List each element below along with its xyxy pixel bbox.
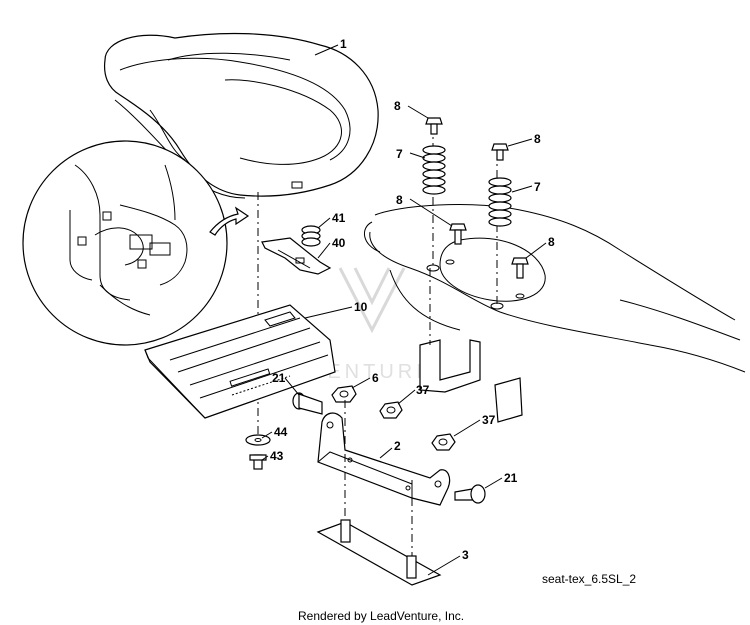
callout-8: 8 bbox=[394, 99, 401, 113]
leader-lines bbox=[261, 44, 547, 576]
callout-3: 3 bbox=[462, 548, 469, 562]
nut-37-lower bbox=[431, 433, 456, 451]
spring-7-left bbox=[422, 145, 446, 195]
plate-3 bbox=[316, 519, 442, 586]
washer-44 bbox=[245, 434, 271, 446]
seat bbox=[103, 32, 379, 199]
figure-reference: seat-tex_6.5SL_2 bbox=[542, 572, 636, 586]
callout-8: 8 bbox=[548, 235, 555, 249]
spring-41 bbox=[301, 225, 321, 247]
seat-pan bbox=[144, 304, 336, 419]
callout-2: 2 bbox=[394, 439, 401, 453]
detail-inset bbox=[22, 140, 228, 346]
watermark-text: VENTURE bbox=[310, 361, 434, 383]
callout-37: 37 bbox=[482, 413, 496, 427]
bolt-43 bbox=[249, 454, 267, 470]
render-credit: Rendered by LeadVenture, Inc. bbox=[298, 609, 464, 623]
bolt-8-mid bbox=[449, 223, 467, 245]
callout-10: 10 bbox=[354, 300, 368, 314]
bolt-8-top-left bbox=[425, 117, 443, 135]
nut-6 bbox=[331, 385, 357, 403]
callout-1: 1 bbox=[340, 37, 347, 51]
callout-40: 40 bbox=[332, 236, 346, 250]
detail-arrow bbox=[209, 206, 250, 236]
bolt-8-right bbox=[511, 257, 529, 279]
bolt-21-lower bbox=[454, 484, 486, 504]
callout-8: 8 bbox=[534, 132, 541, 146]
bracket-2 bbox=[317, 412, 451, 506]
bracket-40 bbox=[261, 237, 332, 275]
callout-6: 6 bbox=[372, 371, 379, 385]
nut-37-upper bbox=[379, 401, 403, 419]
callout-37: 37 bbox=[416, 383, 430, 397]
callout-44: 44 bbox=[274, 425, 288, 439]
callout-41: 41 bbox=[332, 211, 346, 225]
callout-43: 43 bbox=[270, 449, 284, 463]
callout-7: 7 bbox=[534, 180, 541, 194]
spring-7-right bbox=[488, 177, 512, 227]
bolt-8-top-right bbox=[491, 143, 509, 161]
callout-21: 21 bbox=[272, 371, 286, 385]
callout-7: 7 bbox=[396, 147, 403, 161]
tractor-frame bbox=[364, 204, 746, 423]
bolt-21-upper bbox=[292, 392, 323, 415]
callout-21: 21 bbox=[504, 471, 518, 485]
callout-8: 8 bbox=[396, 193, 403, 207]
leadventure-watermark: VENTURE bbox=[310, 267, 434, 383]
